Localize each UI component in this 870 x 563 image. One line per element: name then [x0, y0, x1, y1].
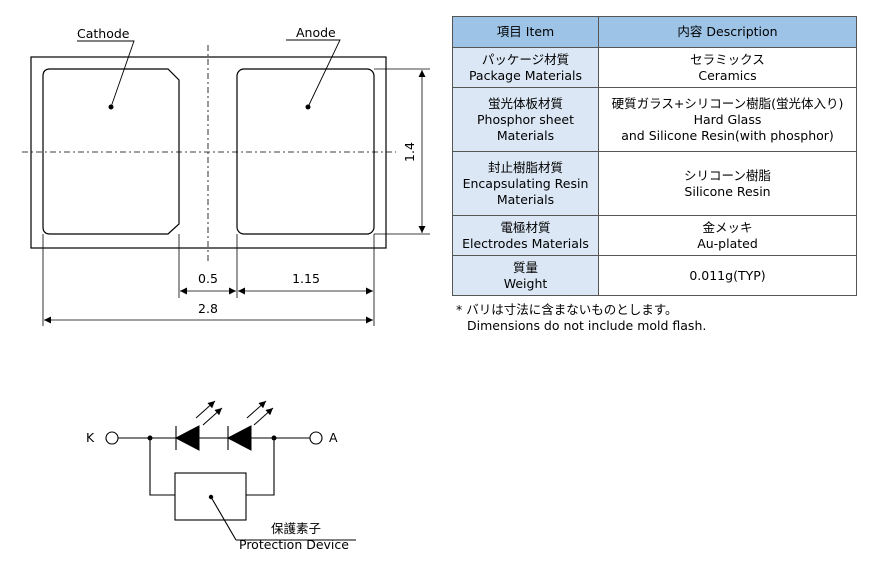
- overall-width-dimension-label: 2.8: [198, 301, 218, 316]
- header-description: 内容 Description: [598, 16, 857, 48]
- cathode-pad: [42, 68, 180, 235]
- protection-device-box: [174, 472, 247, 521]
- light-emission-arrows: [195, 400, 274, 426]
- mold-flash-note: * バリは寸法に含まないものとします。 Dimensions do not in…: [456, 302, 706, 334]
- pad-leaders: [77, 39, 341, 108]
- height-dimension-label: 1.4: [402, 142, 417, 162]
- horizontal-dimensions: [42, 234, 375, 326]
- protection-device-label-ja: 保護素子: [271, 521, 321, 536]
- led-2-triangle: [226, 425, 252, 451]
- center-lines: [22, 45, 396, 262]
- junction-dot-left: [147, 435, 153, 441]
- k-terminal: [105, 431, 119, 445]
- circuit-schematic: [105, 426, 356, 541]
- led-symbols: [174, 425, 252, 451]
- a-terminal: [309, 431, 323, 445]
- table-header-row: 項目 Item 内容 Description: [452, 16, 857, 48]
- row-desc-weight: 0.011g(TYP): [598, 255, 857, 296]
- protection-device-label-en: Protection Device: [239, 537, 349, 552]
- anode-label: Anode: [296, 25, 336, 40]
- cathode-label: Cathode: [77, 26, 130, 41]
- gap-dimension-label: 0.5: [198, 271, 218, 286]
- pad-width-dimension-label: 1.15: [292, 271, 320, 286]
- a-terminal-label: A: [329, 430, 338, 445]
- junction-dot-right: [271, 435, 277, 441]
- note-line-en: Dimensions do not include mold flash.: [467, 318, 707, 333]
- height-dimension: [374, 68, 430, 235]
- package-outline: [30, 56, 387, 249]
- led-1-triangle: [174, 425, 200, 451]
- device-center-dot: [208, 494, 214, 500]
- anode-pad: [236, 68, 375, 235]
- k-terminal-label: K: [86, 430, 95, 445]
- package-body: [30, 56, 387, 249]
- note-line-ja: * バリは寸法に含まないものとします。: [456, 302, 678, 317]
- header-item: 項目 Item: [452, 16, 599, 48]
